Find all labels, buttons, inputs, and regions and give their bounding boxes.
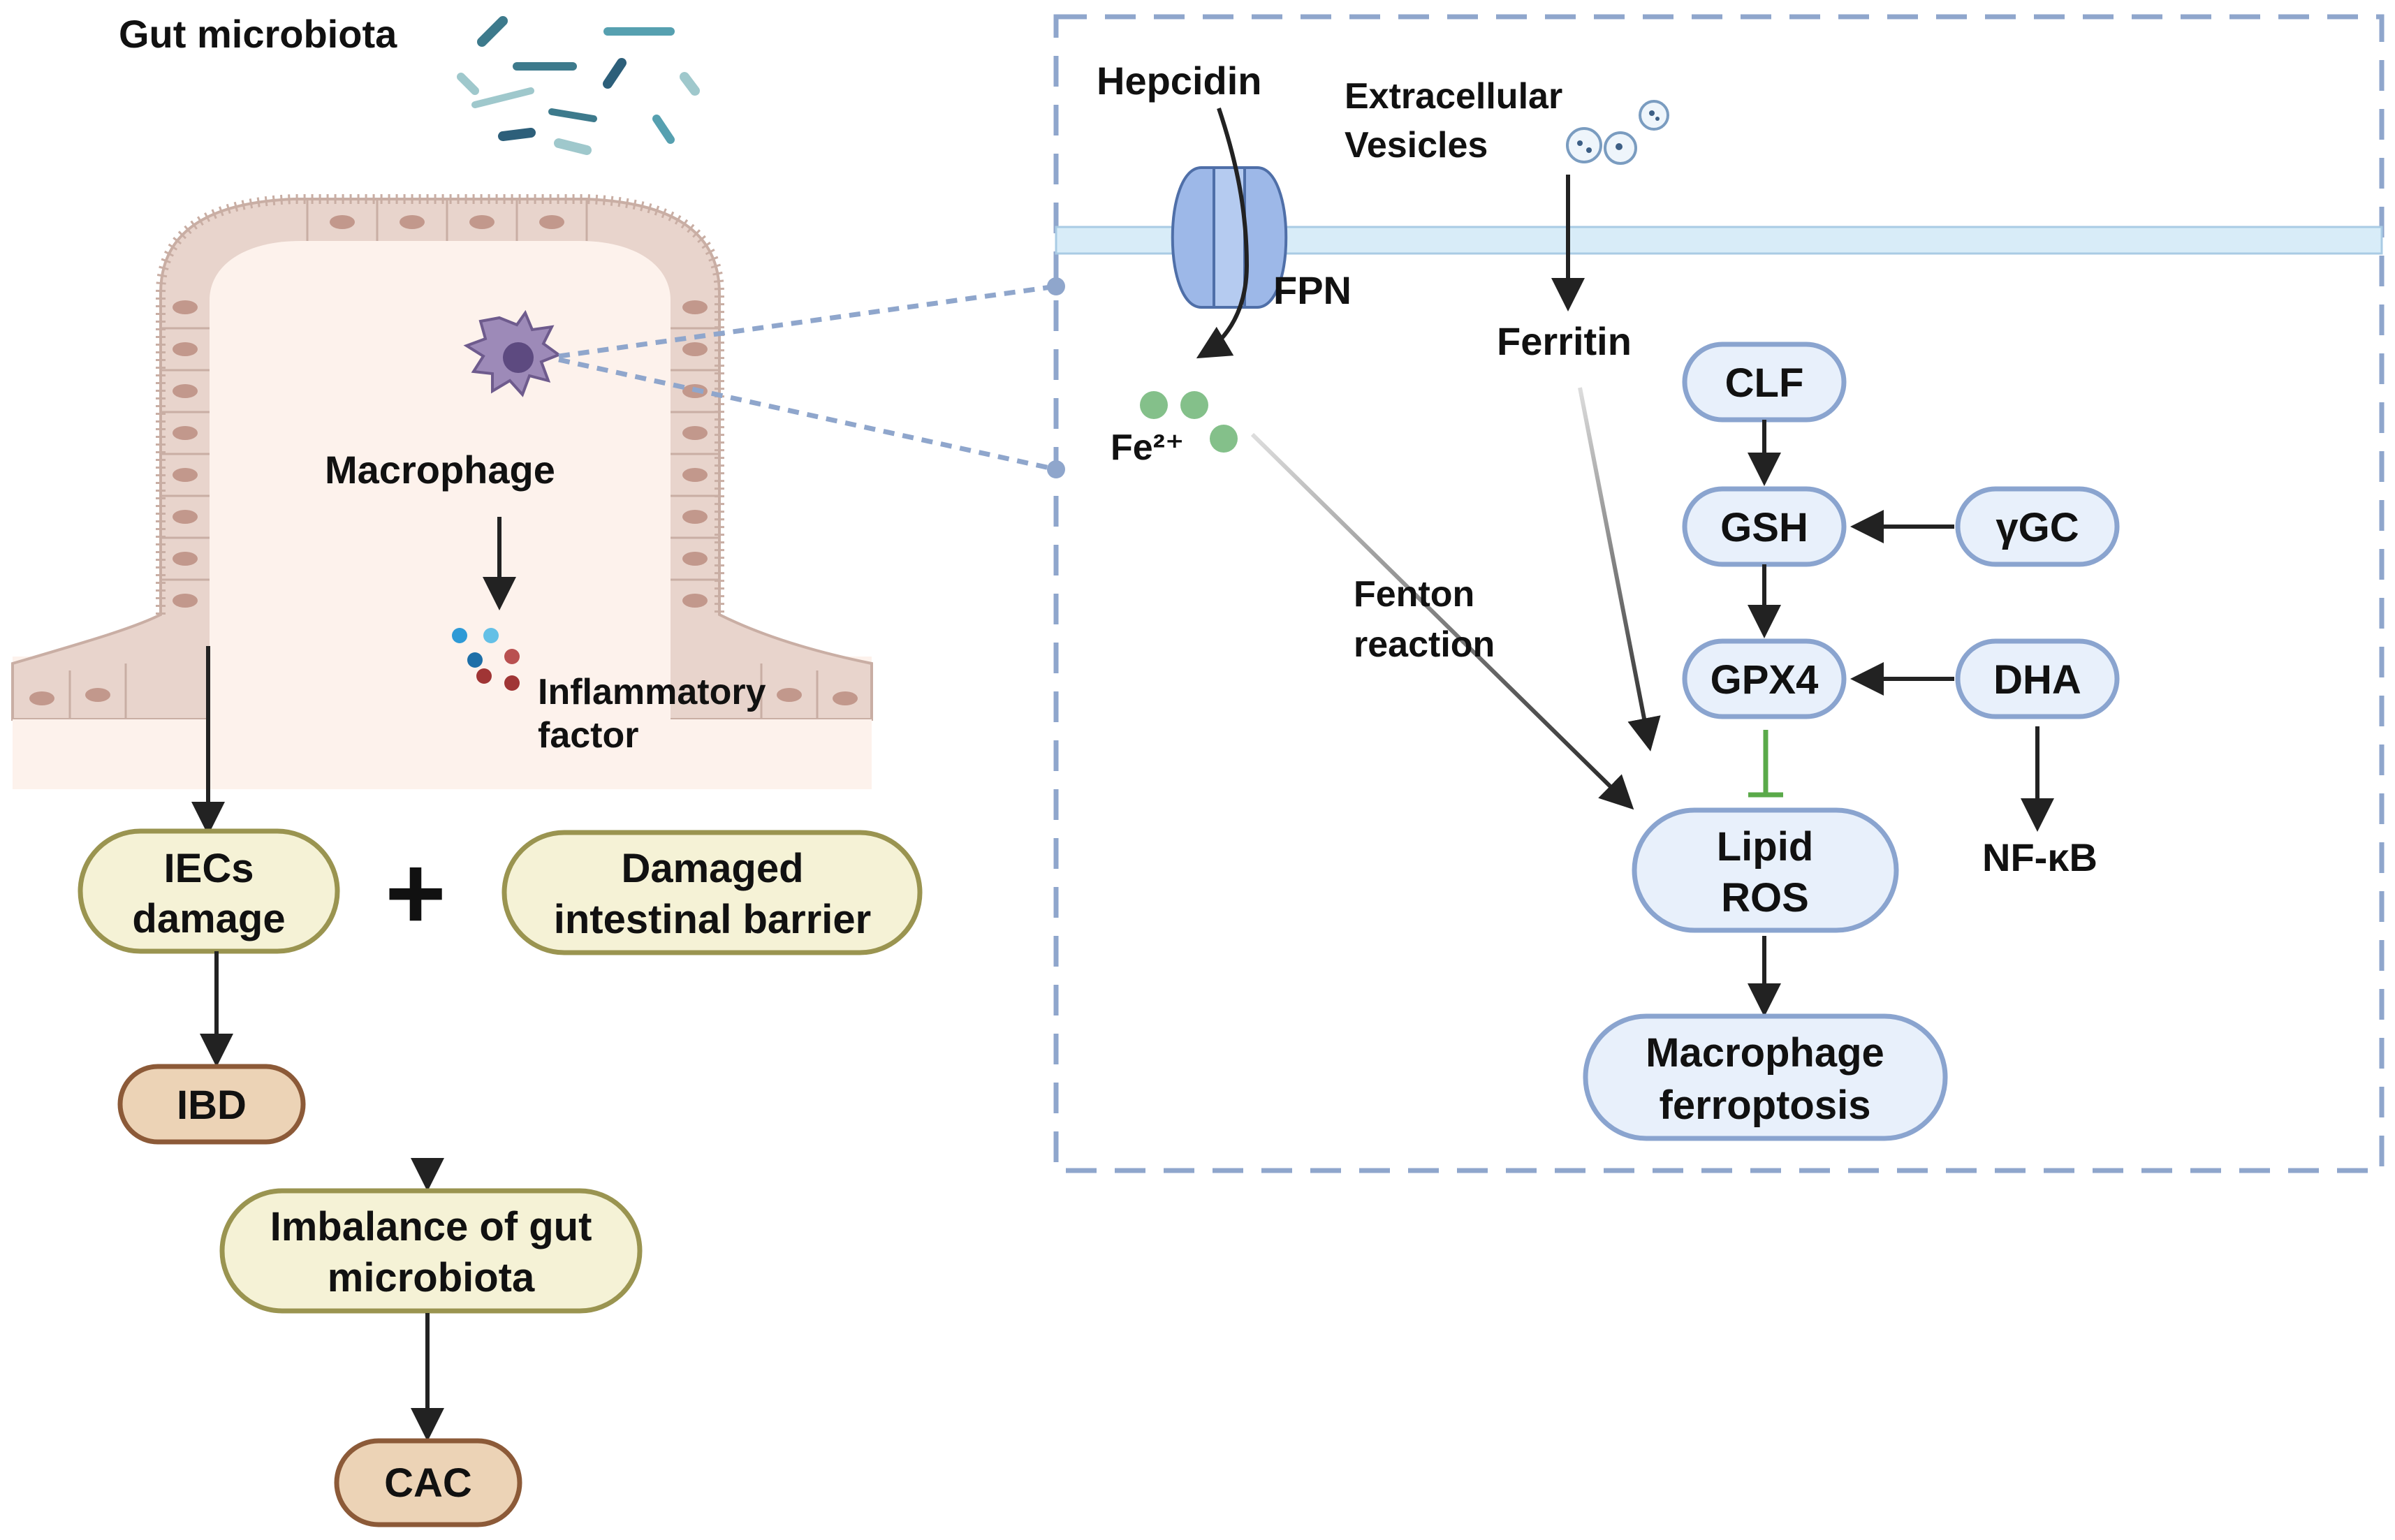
lipid-ros-text-1: Lipid [1717, 824, 1814, 870]
cac-text: CAC [384, 1460, 472, 1506]
plus-sign: + [385, 834, 446, 951]
ferroptosis-text-2: ferroptosis [1660, 1083, 1871, 1128]
gsh-box: GSH [1682, 486, 1847, 567]
gpx4-box: GPX4 [1682, 638, 1847, 719]
ibd-box: IBD [117, 1064, 306, 1145]
zoom-connector-bottom [558, 357, 1057, 472]
intestinal-villus [11, 194, 873, 789]
inflammatory-factor-label-2: factor [538, 715, 638, 756]
ygc-text: γGC [1995, 505, 2079, 550]
clf-text: CLF [1725, 360, 1804, 406]
iecs-damage-box: IECs damage [78, 828, 340, 954]
ferritin-label: Ferritin [1497, 319, 1632, 363]
imbalance-text-2: microbiota [328, 1255, 535, 1300]
imbalance-box: Imbalance of gut microbiota [219, 1188, 643, 1314]
iecs-damage-text-1: IECs [164, 846, 254, 891]
damaged-barrier-text-1: Damaged [621, 846, 803, 891]
clf-box: CLF [1682, 342, 1847, 423]
ferroptosis-text-1: Macrophage [1646, 1030, 1884, 1076]
hepcidin-arrow [1196, 108, 1250, 359]
ferritin-to-lipid-ros-arrow [1578, 387, 1661, 751]
zoom-panel-border [1053, 14, 2385, 1173]
fe-to-lipid-ros-arrow [1250, 432, 1634, 810]
fpn-label: FPN [1273, 268, 1352, 312]
fe-label: Fe²⁺ [1111, 427, 1184, 468]
bacteria-icon [457, 16, 700, 155]
vesicles-icon [1566, 100, 1669, 165]
cac-box: CAC [334, 1438, 522, 1527]
lipid-ros-box: Lipid ROS [1632, 807, 1899, 933]
damaged-barrier-box: Damaged intestinal barrier [501, 830, 923, 955]
gpx4-inhibits-lipid-ros [1748, 730, 1783, 798]
ibd-text: IBD [177, 1083, 247, 1128]
damaged-barrier-text-2: intestinal barrier [554, 897, 871, 942]
ferroptosis-box: Macrophage ferroptosis [1583, 1013, 1948, 1141]
iecs-damage-text-2: damage [132, 896, 285, 941]
fe-ions-icon [1140, 391, 1238, 453]
inflammatory-factor-icon [452, 628, 520, 691]
dha-box: DHA [1955, 638, 2120, 719]
fenton-reaction-label-1: Fenton [1354, 574, 1474, 615]
extracellular-vesicles-label-1: Extracellular [1345, 76, 1562, 117]
extracellular-vesicles-label-2: Vesicles [1345, 125, 1488, 166]
lipid-ros-text-2: ROS [1721, 875, 1809, 921]
gpx4-text: GPX4 [1711, 657, 1819, 703]
gut-microbiota-label: Gut microbiota [119, 12, 397, 56]
inflammatory-factor-label-1: Inflammatory [538, 672, 766, 712]
hepcidin-label: Hepcidin [1097, 59, 1261, 103]
fpn-transporter-icon [1171, 166, 1288, 309]
macrophage-cell-icon [463, 309, 562, 397]
imbalance-text-1: Imbalance of gut [270, 1204, 592, 1249]
dha-text: DHA [1993, 657, 2081, 703]
fenton-reaction-label-2: reaction [1354, 624, 1495, 665]
nfkb-label: NF-κB [1982, 835, 2097, 879]
zoom-connector-top-dot [1047, 277, 1065, 295]
gsh-text: GSH [1720, 505, 1808, 550]
ygc-box: γGC [1955, 486, 2120, 567]
macrophage-label: Macrophage [325, 448, 555, 492]
zoom-connector-top [558, 284, 1057, 359]
